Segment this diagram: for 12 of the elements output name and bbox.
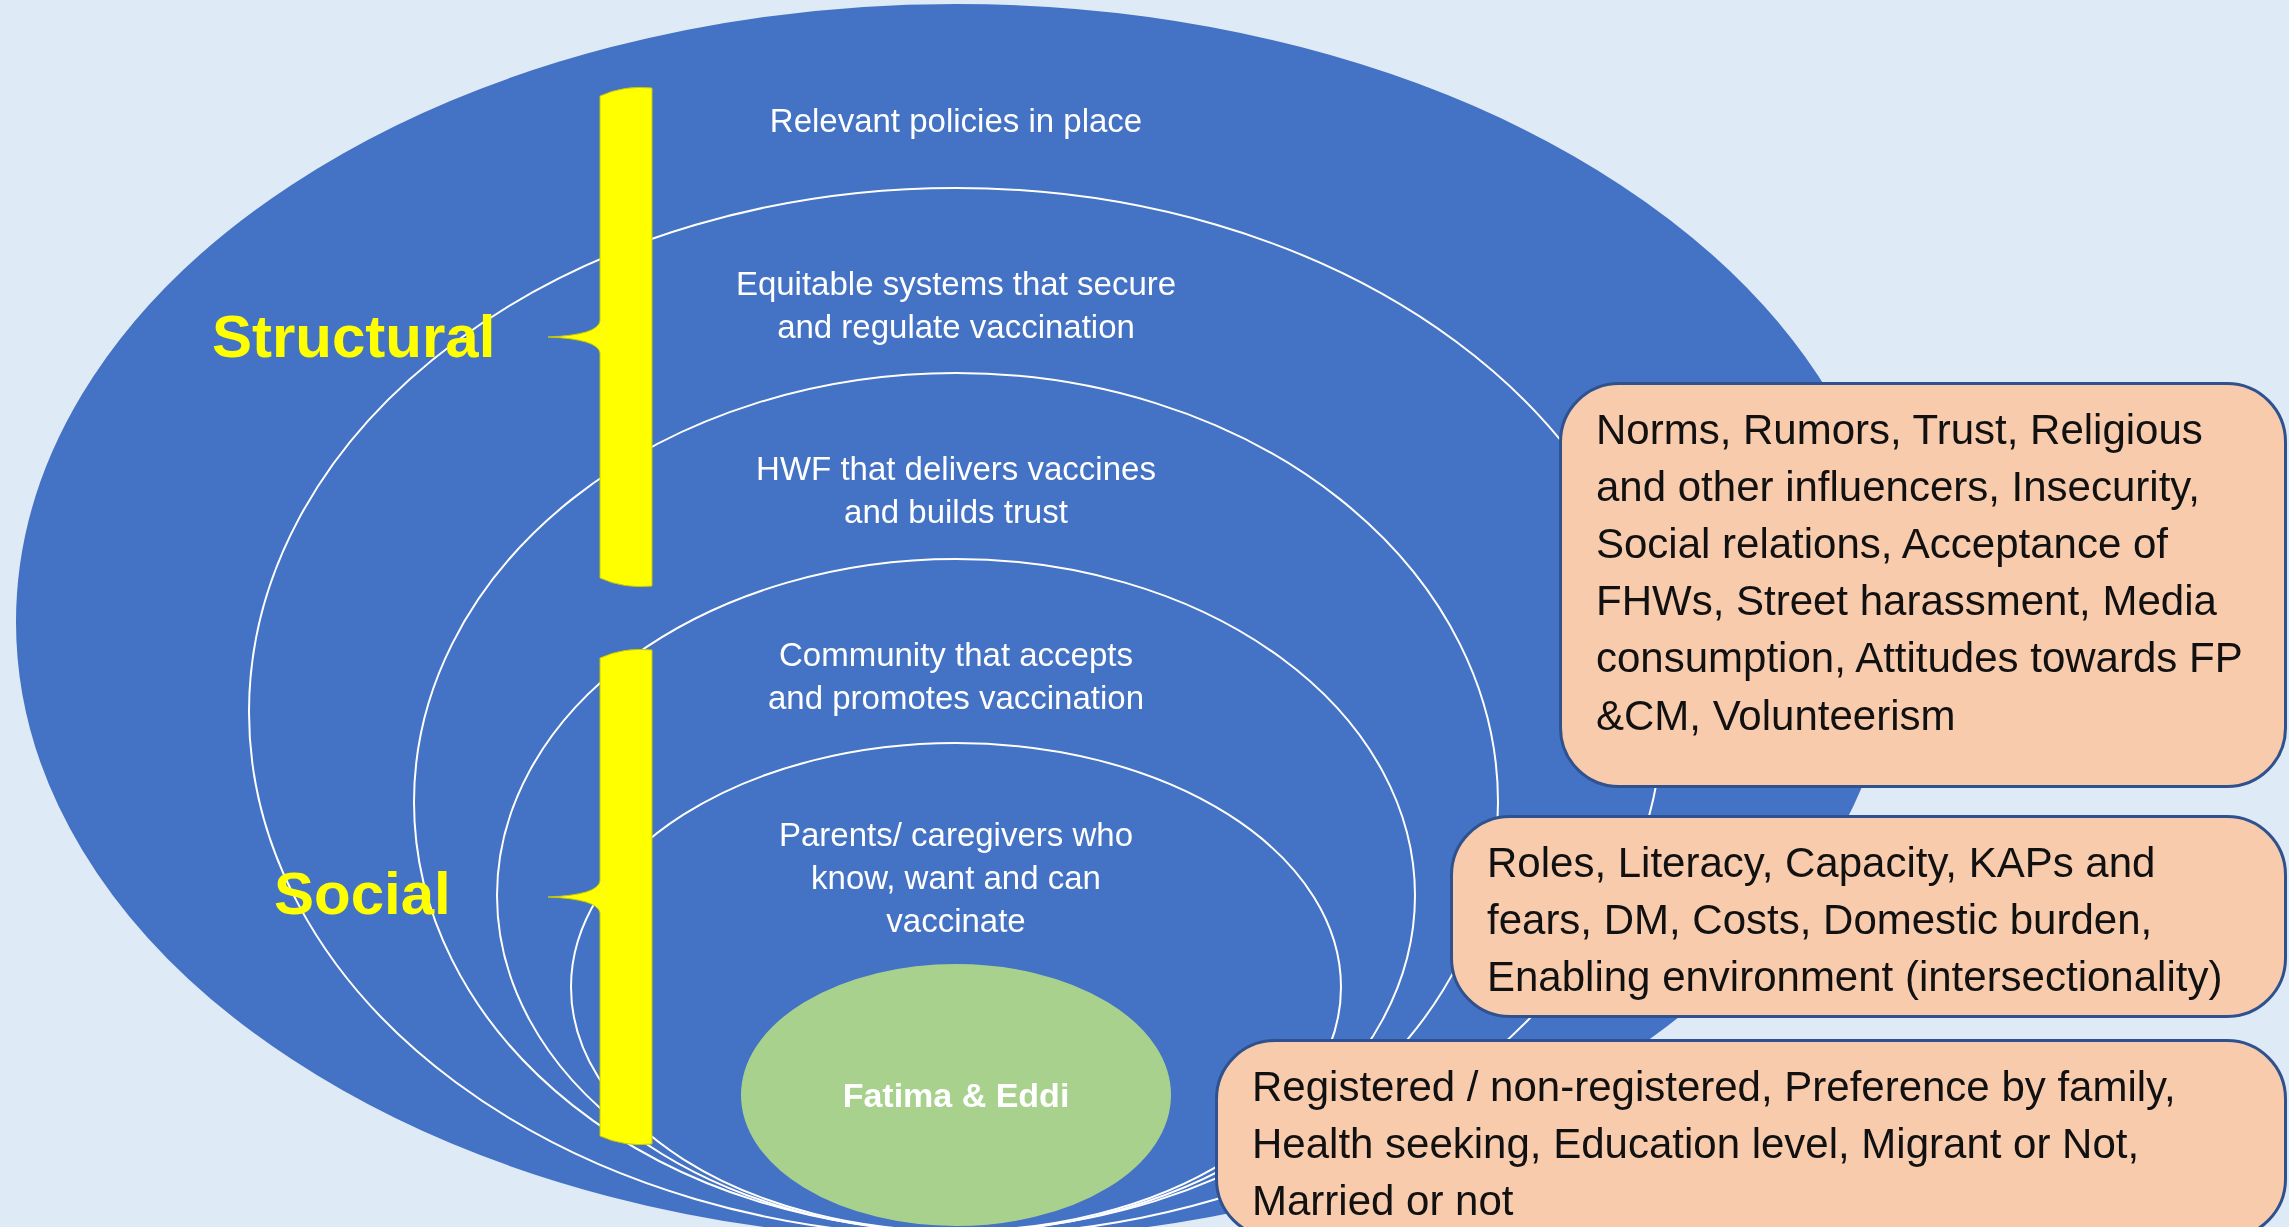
callout-text: Norms, Rumors, Trust, Religious and other influencers, Insecurity, Social relations, Acceptance of FHWs, Street harassment, Media consumption, Attitudes towards FP &CM, Volunteerism xyxy=(1596,405,2243,741)
ring-label: Community that accepts and promotes vaccination xyxy=(766,635,1146,718)
ring-label: Equitable systems that secure and regulate vaccination xyxy=(734,264,1178,347)
ring-label: HWF that delivers vaccines and builds trust xyxy=(755,449,1157,532)
callout-text: Roles, Literacy, Capacity, KAPs and fears, DM, Costs, Domestic burden, Enabling environment (intersectionality) xyxy=(1487,838,2224,1003)
callout-box xyxy=(1450,815,2287,1018)
callout-text: Registered / non-registered, Preference by family, Health seeking, Education level, Migrant or Not, Married or not xyxy=(1252,1062,2177,1227)
ring-label: Relevant policies in place xyxy=(768,101,1144,141)
center-label: Fatima & Eddi xyxy=(841,1075,1071,1116)
callout-box xyxy=(1215,1039,2287,1227)
callout-box xyxy=(1559,382,2287,788)
ring-label: Parents/ caregivers who know, want and can vaccinate xyxy=(778,815,1134,941)
